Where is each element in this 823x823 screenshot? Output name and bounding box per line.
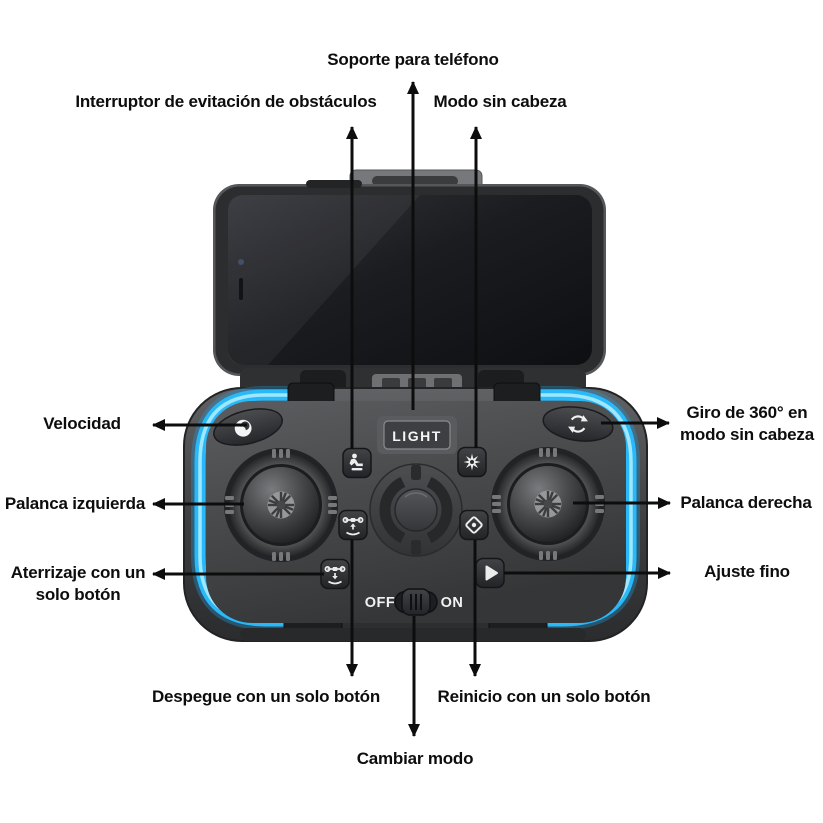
dial-center-button	[394, 488, 438, 532]
rotate-360-button	[542, 406, 614, 442]
label-one-key-takeoff: Despegue con un solo botón	[151, 687, 381, 706]
play-triangle-icon	[485, 565, 498, 581]
phone-speaker-slit	[239, 278, 243, 300]
brand-label: LIGHT	[392, 428, 442, 444]
phone-screen	[228, 195, 592, 365]
phone	[213, 180, 606, 376]
takeoff-button	[338, 509, 368, 541]
label-one-key-reset: Reinicio con un solo botón	[437, 687, 651, 706]
power-off-label: OFF	[365, 595, 396, 611]
center-dial	[369, 463, 463, 557]
label-speed: Velocidad	[43, 414, 121, 433]
label-change-mode: Cambiar modo	[356, 749, 474, 768]
annotation-arrows	[152, 81, 671, 737]
obstacle-avoidance-button	[342, 447, 372, 479]
label-gyro-360: Giro de 360° en modo sin cabeza	[680, 403, 814, 444]
fine-tune-button	[475, 557, 505, 589]
label-obstacle-switch: Interruptor de evitación de obstáculos	[75, 92, 377, 111]
label-one-key-landing: Aterrizaje con un solo botón	[10, 563, 146, 604]
burst-star-icon	[463, 453, 481, 471]
landing-button	[320, 558, 350, 590]
phone-side-buttons	[306, 180, 362, 188]
screen-reflection	[228, 195, 420, 365]
brand-plate: LIGHT	[377, 416, 457, 454]
label-headless-mode: Modo sin cabeza	[433, 92, 567, 111]
gyro-reset-button	[459, 509, 489, 541]
drone-takeoff-icon	[342, 517, 364, 536]
diamond-target-icon	[465, 516, 483, 534]
label-left-stick: Palanca izquierda	[4, 494, 146, 513]
power-switch: OFF ON	[365, 588, 464, 616]
label-phone-holder: Soporte para teléfono	[327, 50, 499, 69]
drone-landing-icon	[324, 566, 346, 585]
phone-camera-icon	[238, 259, 244, 265]
headless-mode-button	[457, 446, 487, 478]
power-on-label: ON	[441, 595, 464, 611]
obstacle-avoidance-icon	[349, 453, 363, 471]
label-fine-tuning: Ajuste fino	[704, 562, 790, 581]
label-right-stick: Palanca derecha	[680, 493, 812, 512]
